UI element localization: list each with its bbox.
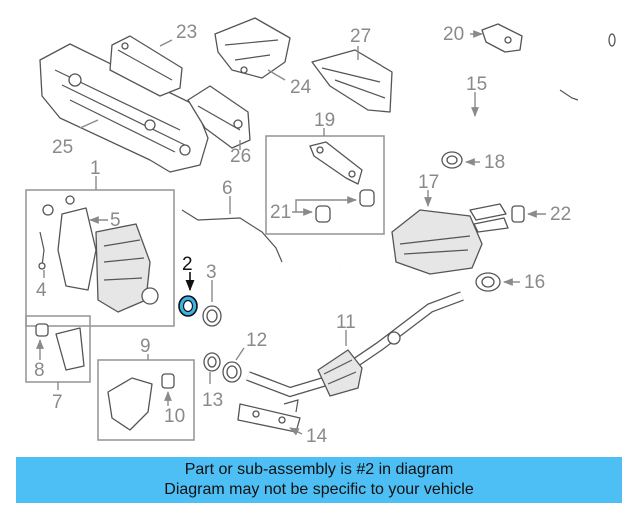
info-line-part-number: Part or sub-assembly is #2 in diagram: [184, 461, 454, 478]
part-20-hanger: [470, 23, 523, 53]
callout-9: 9: [140, 336, 151, 357]
callout-5: 5: [110, 210, 121, 231]
part-26-bracket: [187, 85, 251, 150]
callout-18: 18: [484, 152, 505, 173]
part-3-gasket: [202, 280, 222, 327]
part-16-clamp: [475, 272, 520, 292]
callout-22: 22: [550, 204, 571, 225]
part-4-sensor: [38, 231, 46, 278]
callout-6: 6: [222, 178, 233, 199]
part-6-tube: [181, 196, 283, 263]
callout-26: 26: [230, 146, 251, 167]
part-21-rubber-mounts: [292, 189, 375, 223]
callout-7: 7: [52, 392, 63, 413]
group-1-box: [25, 189, 175, 327]
callout-19: 19: [314, 110, 335, 131]
part-10-bracket: [107, 373, 175, 431]
callout-16: 16: [524, 272, 545, 293]
callout-4: 4: [36, 280, 47, 301]
callout-8: 8: [34, 360, 45, 381]
callout-2-highlighted: 2: [182, 254, 193, 275]
callout-12: 12: [246, 330, 267, 351]
callout-27: 27: [350, 26, 371, 47]
part-13-gasket: [203, 352, 221, 384]
callout-17: 17: [418, 172, 439, 193]
part-12-clamp: [222, 347, 245, 383]
callout-11: 11: [336, 312, 356, 333]
part-2-gasket: [178, 272, 198, 317]
callout-13: 13: [202, 390, 223, 411]
callout-10: 10: [164, 406, 185, 427]
callout-14: 14: [306, 426, 328, 447]
part-11-front-pipe: [246, 291, 464, 398]
part-8-bracket: [35, 323, 85, 371]
info-line-disclaimer: Diagram may not be specific to your vehi…: [164, 481, 474, 498]
part-22-rubber-mount: [511, 205, 546, 223]
callout-15: 15: [466, 74, 487, 95]
part-23-shield: [109, 35, 183, 97]
callout-21: 21: [270, 202, 291, 223]
group-19-box: [265, 135, 385, 235]
part-15-tailpipe: [393, 33, 616, 138]
part-14-bracket: [237, 399, 303, 436]
callout-24: 24: [290, 77, 312, 98]
callout-23: 23: [176, 22, 197, 43]
exhaust-system-diagram: 25 23 24 26 27 20: [25, 17, 616, 447]
callout-25: 25: [52, 137, 73, 158]
info-banner: Part or sub-assembly is #2 in diagram Di…: [16, 457, 622, 503]
callout-1: 1: [90, 158, 101, 179]
part-19-bracket: [309, 141, 363, 185]
callout-3: 3: [206, 262, 217, 283]
part-27-shield: [311, 46, 393, 113]
part-24-shield: [214, 17, 291, 81]
part-18-clamp: [441, 151, 480, 169]
callout-20: 20: [443, 24, 464, 45]
group-9-box: [97, 359, 195, 441]
part-5-catalytic-converter: [42, 195, 159, 313]
part-17-rear-muffler: [339, 190, 509, 275]
